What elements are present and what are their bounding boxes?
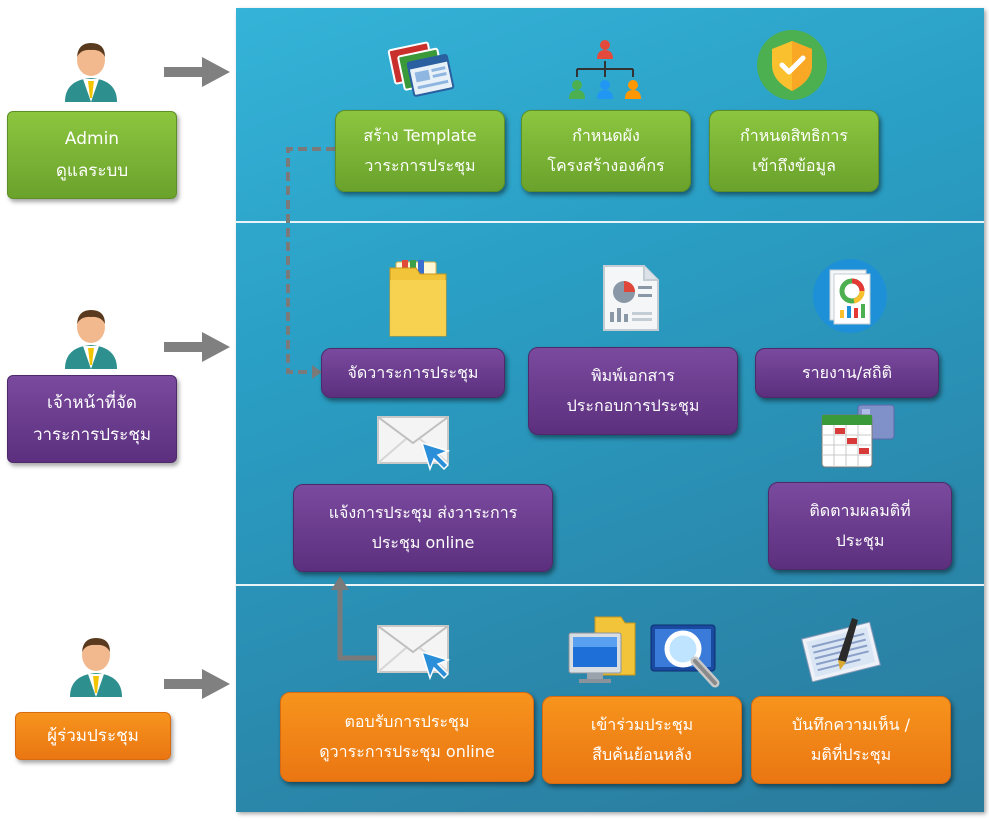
statistics-report-icon — [813, 259, 887, 333]
role-staff-line1: เจ้าหน้าที่จัด — [47, 393, 137, 413]
report-document-icon — [603, 265, 659, 331]
join-meeting-box: เข้าร่วมประชุม สืบค้นย้อนหลัง — [542, 696, 742, 784]
respond-meeting-line1: ตอบรับการประชุม — [344, 712, 470, 731]
computer-folder-icon — [568, 616, 636, 683]
staff-arrow-icon — [164, 332, 230, 362]
access-rights-box: กำหนดสิทธิการ เข้าถึงข้อมูล — [709, 110, 879, 192]
respond-meeting-line2: ดูวาระการประชุม online — [319, 742, 495, 761]
print-documents-box: พิมพ์เอกสาร ประกอบการประชุม — [528, 347, 738, 435]
email-reply-icon — [377, 625, 451, 681]
role-attendee: ผู้ร่วมประชุม — [15, 712, 171, 760]
notify-meeting-line2: ประชุม online — [371, 533, 475, 552]
admin-arrow-icon — [164, 57, 230, 87]
print-documents-line1: พิมพ์เอกสาร — [591, 366, 675, 385]
follow-resolution-line1: ติดตามผลมติที่ — [809, 501, 911, 520]
tier-divider — [236, 584, 984, 586]
folder-icon — [389, 260, 447, 337]
role-admin-line2: ดูแลระบบ — [55, 161, 129, 181]
org-chart-icon — [569, 40, 641, 99]
join-meeting-line2: สืบค้นย้อนหลัง — [592, 745, 692, 764]
org-chart-line1: กำหนดผัง — [572, 126, 640, 145]
role-attendee-line1: ผู้ร่วมประชุม — [47, 726, 139, 746]
search-magnifier-icon — [650, 624, 720, 688]
role-admin: Admin ดูแลระบบ — [7, 111, 177, 199]
tier-divider — [236, 221, 984, 223]
calendar-schedule-icon — [821, 404, 895, 468]
role-staff-line2: วาระการประชุม — [32, 425, 152, 445]
manage-agenda-line1: จัดวาระการประชุม — [347, 363, 479, 382]
attendee-person-icon — [70, 638, 122, 697]
respond-to-notify-connector — [337, 588, 376, 661]
role-staff: เจ้าหน้าที่จัด วาระการประชุม — [7, 375, 177, 463]
org-chart-box: กำหนดผัง โครงสร้างองค์กร — [521, 110, 691, 192]
manage-agenda-box: จัดวาระการประชุม — [321, 348, 505, 398]
record-resolution-line2: มติที่ประชุม — [810, 745, 892, 764]
join-meeting-line1: เข้าร่วมประชุม — [590, 715, 694, 734]
access-rights-line2: เข้าถึงข้อมูล — [752, 156, 836, 175]
create-template-line1: สร้าง Template — [363, 126, 477, 145]
record-resolution-line1: บันทึกความเห็น / — [792, 715, 910, 734]
follow-resolution-box: ติดตามผลมติที่ ประชุม — [768, 482, 952, 570]
create-template-line2: วาระการประชุม — [364, 156, 476, 175]
connector-arrowhead — [312, 365, 322, 379]
report-statistics-box: รายงาน/สถิติ — [755, 348, 939, 398]
notify-meeting-line1: แจ้งการประชุม ส่งวาระการ — [328, 503, 518, 522]
role-admin-line1: Admin — [64, 129, 120, 149]
create-template-box: สร้าง Template วาระการประชุม — [335, 110, 505, 192]
attendee-arrow-icon — [164, 669, 230, 699]
staff-person-icon — [65, 310, 117, 369]
access-rights-line1: กำหนดสิทธิการ — [740, 126, 848, 145]
report-statistics-line1: รายงาน/สถิติ — [802, 363, 892, 382]
follow-resolution-line2: ประชุม — [835, 531, 885, 550]
shield-check-icon — [757, 30, 827, 100]
template-to-agenda-connector — [286, 147, 335, 374]
connector-arrowhead — [331, 576, 349, 590]
document-pen-icon — [801, 618, 881, 682]
notify-meeting-box: แจ้งการประชุม ส่งวาระการ ประชุม online — [293, 484, 553, 572]
print-documents-line2: ประกอบการประชุม — [566, 396, 700, 415]
email-send-icon — [377, 416, 451, 472]
template-windows-icon — [387, 41, 455, 97]
admin-person-icon — [65, 43, 117, 102]
record-resolution-box: บันทึกความเห็น / มติที่ประชุม — [751, 696, 951, 784]
org-chart-line2: โครงสร้างองค์กร — [547, 156, 665, 175]
respond-meeting-box: ตอบรับการประชุม ดูวาระการประชุม online — [280, 692, 534, 782]
